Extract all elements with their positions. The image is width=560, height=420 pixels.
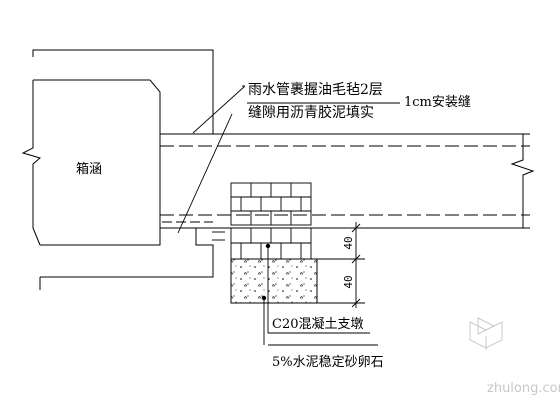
- leader-dot-upper: [265, 243, 271, 249]
- rain-pipe: [160, 133, 530, 229]
- pipe-break-line: [510, 134, 535, 228]
- wrap-note-line2: 缝隙用沥青胶泥填实: [248, 104, 374, 121]
- watermark-text: zhulong.com: [487, 381, 560, 396]
- leader-dot-lower: [261, 295, 267, 301]
- dimension-upper: 40: [342, 236, 355, 249]
- dimension-lower: 40: [342, 275, 355, 288]
- support-pier-label: C20混凝土支墩: [272, 316, 364, 332]
- culvert-label: 箱涵: [76, 161, 102, 177]
- base-layer-label: 5%水泥稳定砂卵石: [272, 354, 384, 370]
- watermark-logo: [469, 317, 503, 350]
- box-culvert: [21, 49, 214, 290]
- concrete-base: [230, 258, 318, 304]
- joint-label: 1cm安装缝: [404, 95, 471, 110]
- leader-lines: [177, 85, 400, 346]
- brick-support: [230, 182, 312, 260]
- wrap-note-line1: 雨水管裹握油毛毡2层: [248, 82, 383, 98]
- dimension-lines: [311, 222, 365, 308]
